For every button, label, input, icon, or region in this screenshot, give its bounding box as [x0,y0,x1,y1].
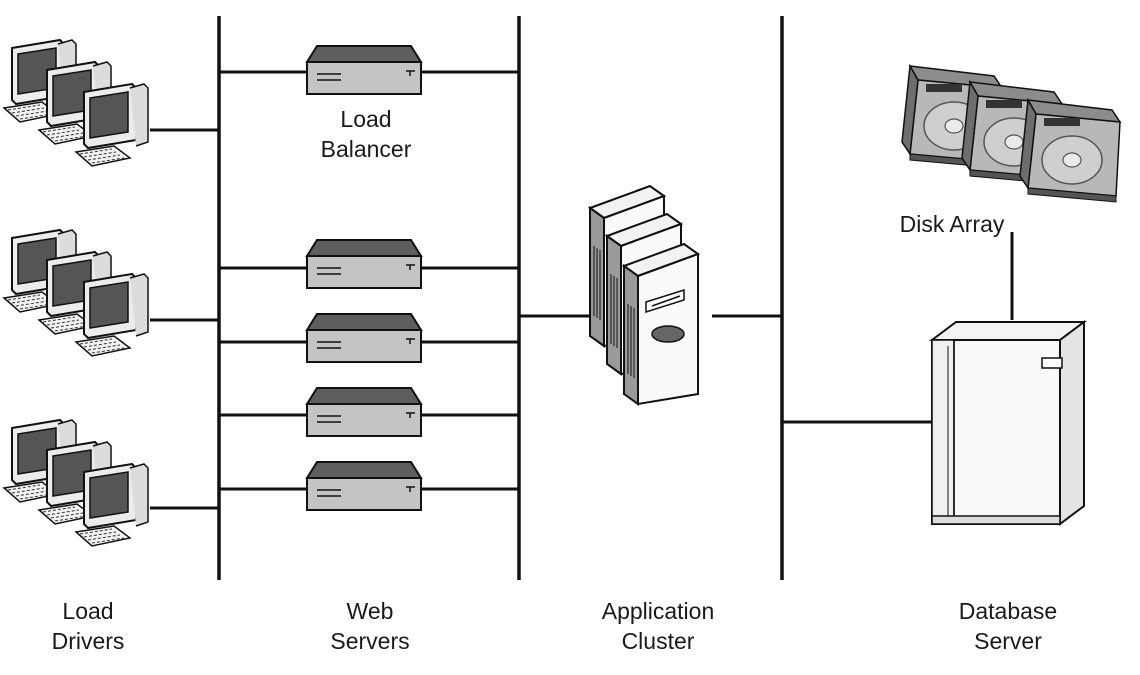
desktop-computer-icon [75,83,149,167]
label-line: Cluster [621,628,695,654]
web-servers-label: Web Servers [300,596,440,656]
load-driver-group-3 [3,419,149,547]
label-line: Load [340,106,392,132]
label-line: Load [62,598,114,624]
load-driver-group-1 [3,39,149,167]
label-line: Server [974,628,1042,654]
application-cluster-icon [589,185,699,405]
label-line: Balancer [320,136,412,162]
disk-array-label: Disk Array [899,211,1005,237]
database-server-label: Database Server [938,596,1078,656]
web-server-3-icon [306,387,422,437]
web-server-4-icon [306,461,422,511]
desktop-computer-icon [75,463,149,547]
tower-server-icon [623,243,699,405]
mainframe-icon [929,320,1087,526]
load-drivers-label: Load Drivers [18,596,158,656]
load-balancer-icon [306,45,422,95]
hard-disk-icon [1019,99,1121,203]
label-line: Drivers [51,628,125,654]
desktop-computer-icon [75,273,149,357]
load-driver-group-2 [3,229,149,357]
disk-array-icon [901,65,1121,203]
label-line: Database [958,598,1058,624]
label-line: Servers [330,628,410,654]
label-line: Application [601,598,715,624]
web-server-1-icon [306,239,422,289]
load-balancer-label: Load Balancer [296,104,436,164]
application-cluster-label: Application Cluster [578,596,738,656]
connections [150,70,1014,510]
bus-lines [217,16,784,580]
web-server-2-icon [306,313,422,363]
label-line: Web [346,598,394,624]
